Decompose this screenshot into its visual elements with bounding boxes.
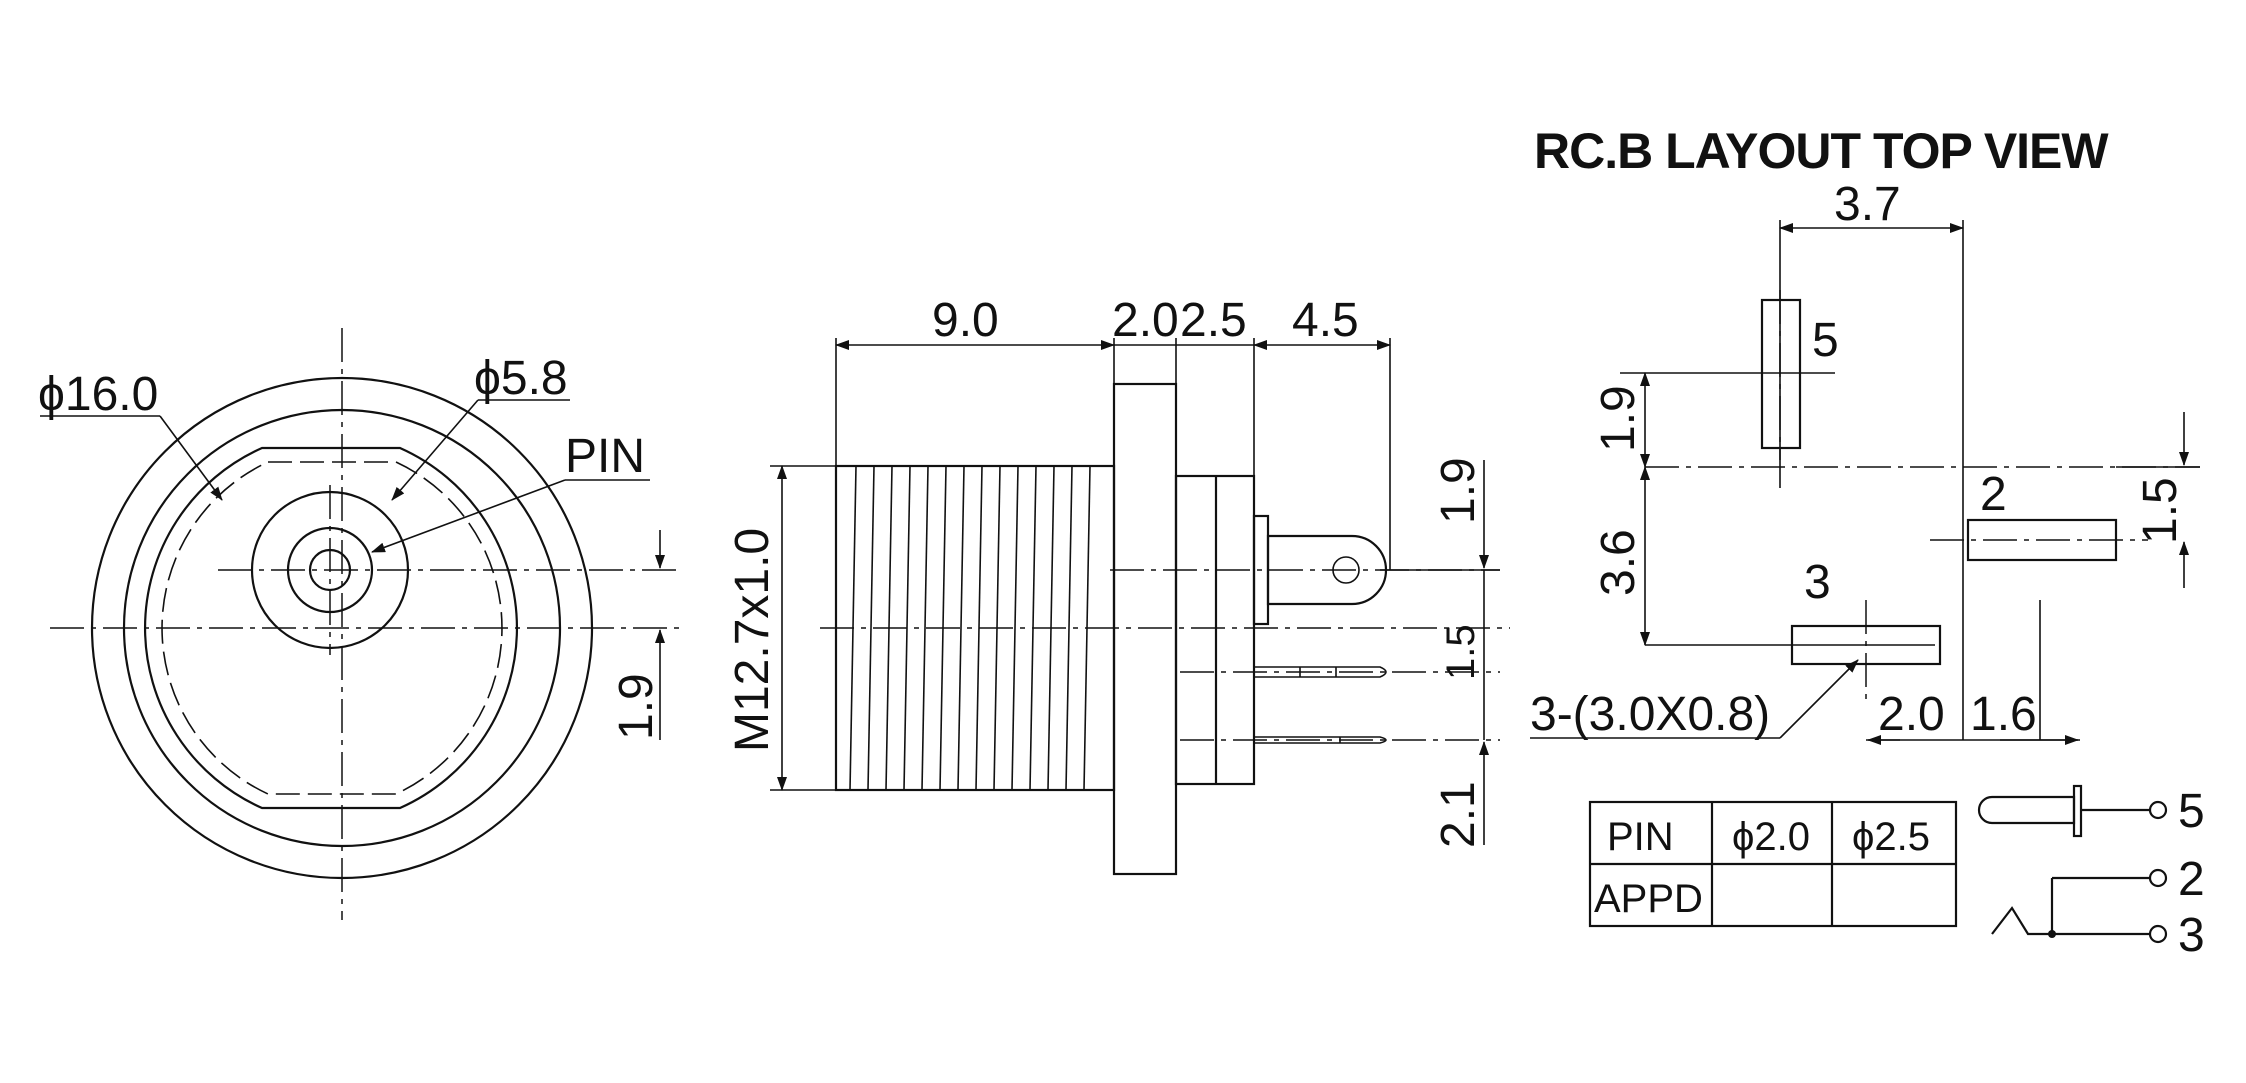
dim-bottom-b-label: 1.6 (1970, 688, 2037, 741)
pin-label: PIN (565, 430, 645, 483)
schematic-pin-5-label: 5 (2178, 785, 2205, 838)
slot-note-label: 3-(3.0X0.8) (1530, 688, 1770, 741)
thread-line (867, 465, 875, 791)
schematic-spring-contact (1991, 906, 2150, 936)
pad-2-label: 2 (1980, 468, 2007, 521)
dim-bottom-a-label: 2.0 (1878, 688, 1945, 741)
thread-line (1065, 465, 1073, 791)
front-view: ϕ16.0 ϕ5.8 PIN 1.9 (38, 328, 680, 920)
inner-diameter-label: ϕ5.8 (474, 352, 568, 405)
schematic-pin-3-label: 3 (2178, 909, 2205, 962)
solder-tab (1266, 534, 1388, 606)
table-row-label-appd: APPD (1594, 877, 1703, 921)
pad-5-label: 5 (1812, 314, 1839, 367)
side-view: 9.0 2.0 2.5 4.5 M12.7x1.0 1.9 1.5 2.1 (726, 294, 1510, 876)
thread-line (939, 465, 947, 791)
slot-pin-5 (1760, 298, 1802, 450)
schematic-terminal-3 (2148, 924, 2168, 944)
pcb-layout: RC.B LAYOUT TOP VIEW 5 2 3 3.7 1.9 3.6 1… (1530, 123, 2205, 962)
thread-line (975, 465, 983, 791)
thread-lines (849, 465, 1091, 791)
center-pin (308, 548, 352, 592)
dim-top-label: 3.7 (1834, 178, 1901, 231)
pin-3 (1253, 736, 1387, 744)
table-header-d25: ϕ2.5 (1852, 815, 1930, 859)
socket-inner (286, 526, 374, 614)
thread-line (849, 465, 857, 791)
leader-pin-arrow (371, 479, 566, 553)
leader-inner-diameter-arrow (391, 399, 479, 501)
dim-left-upper-label: 1.9 (1592, 385, 1645, 452)
schematic-pin-2-label: 2 (2178, 853, 2205, 906)
thread-line (1047, 465, 1055, 791)
socket-outer (250, 490, 410, 650)
thread-line (1029, 465, 1037, 791)
housing-inner-contour (161, 461, 503, 795)
schematic-terminal-5 (2148, 800, 2168, 820)
schematic-plug-body (1977, 795, 2076, 825)
schematic-terminal-2 (2148, 868, 2168, 888)
offset-dim-label: 1.9 (610, 673, 663, 740)
jack-schematic: 5 2 3 (1977, 784, 2205, 962)
slot-note-leader-arrow (1779, 659, 1859, 739)
dim-left-lower-label: 3.6 (1592, 529, 1645, 596)
tab-hole (1332, 556, 1360, 584)
flange-length-label: 2.0 (1112, 294, 1179, 347)
dim-right-label: 1.5 (2134, 477, 2187, 544)
thread-line (1083, 465, 1091, 791)
pin-2 (1253, 666, 1387, 678)
thread-line (921, 465, 929, 791)
schematic-plug-flange (2072, 784, 2083, 838)
v-dim-bottom-label: 2.1 (1432, 781, 1485, 848)
thread-line (885, 465, 893, 791)
thread-line (993, 465, 1001, 791)
tab-length-label: 4.5 (1292, 294, 1359, 347)
slot-pin-2 (1966, 518, 2118, 562)
slot-pin-3 (1790, 624, 1942, 666)
thread-line (1011, 465, 1019, 791)
flange (1112, 382, 1178, 876)
housing-outline (144, 446, 518, 810)
v-dim-top-label: 1.9 (1432, 457, 1485, 524)
body-length-label: 2.5 (1180, 294, 1247, 347)
thread-length-label: 9.0 (932, 294, 999, 347)
v-dim-mid-label: 1.5 (1439, 624, 1483, 680)
thread-line (903, 465, 911, 791)
leader-outer-diameter-arrow (159, 415, 223, 501)
table-header-d20: ϕ2.0 (1732, 815, 1810, 859)
nut-ring (122, 408, 562, 848)
outer-ring (90, 376, 594, 880)
thread-spec-label: M12.7x1.0 (726, 528, 779, 752)
pad-3-label: 3 (1804, 556, 1831, 609)
thread-line (957, 465, 965, 791)
outer-diameter-label: ϕ16.0 (38, 368, 158, 421)
schematic-junction (2048, 930, 2056, 938)
table-header-pin: PIN (1607, 815, 1674, 859)
pin-table: PIN ϕ2.0 ϕ2.5 APPD (1588, 800, 1958, 928)
pcb-title: RC.B LAYOUT TOP VIEW (1534, 123, 2109, 179)
